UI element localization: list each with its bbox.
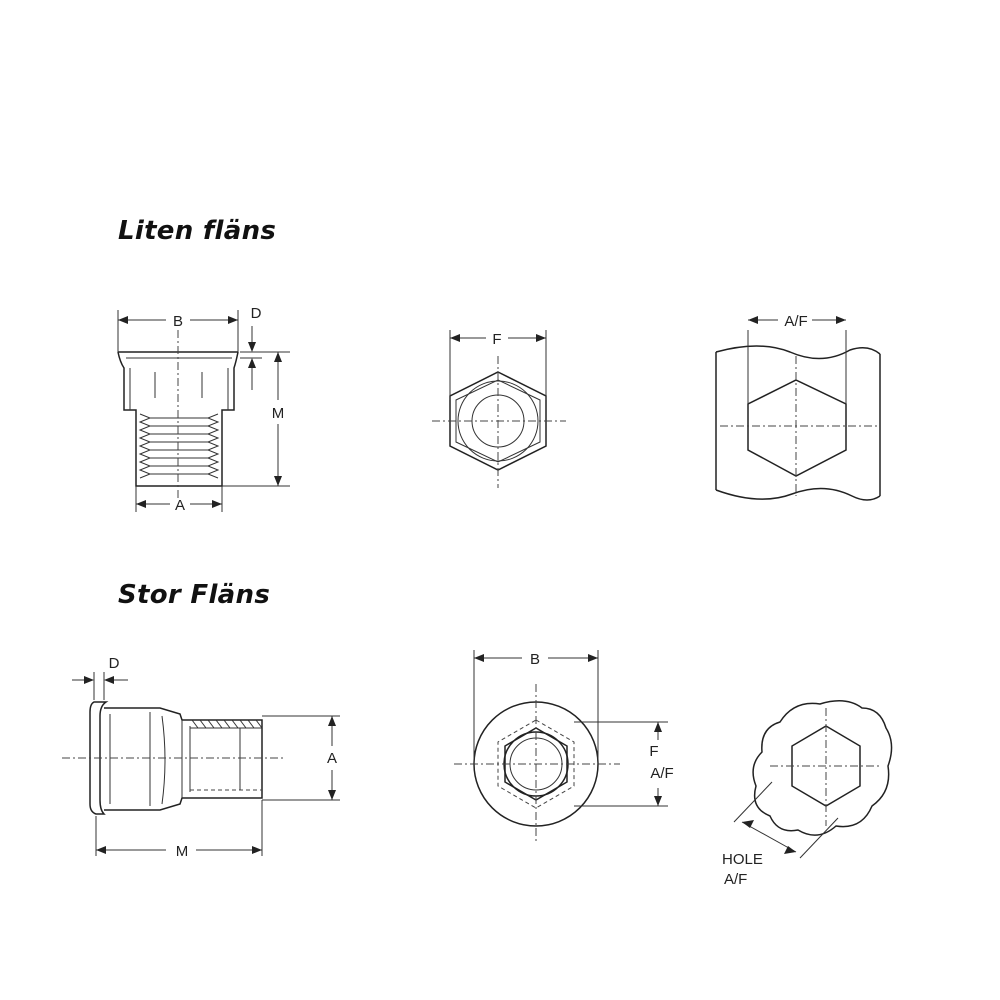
large-flange-side-view: D A M — [62, 655, 340, 860]
dim-label-M: M — [272, 405, 285, 422]
dim-label-A-F: A/F — [784, 313, 807, 330]
dim-label-D-large: D — [109, 655, 120, 672]
large-flange-hole-view: HOLE A/F — [722, 700, 893, 888]
dim-label-hole-A-F: A/F — [724, 871, 747, 888]
dim-label-D: D — [251, 305, 262, 322]
dim-label-F: F — [492, 331, 501, 348]
dim-label-B: B — [173, 313, 183, 330]
dim-label-A-large: A — [327, 750, 337, 767]
small-flange-hex-hole-view: A/F — [715, 313, 881, 501]
dim-label-F-large: F — [649, 743, 658, 760]
small-flange-end-view: F — [432, 330, 566, 488]
small-flange-side-view: B D M A — [117, 305, 290, 514]
dim-label-M-large: M — [176, 843, 189, 860]
dim-label-B-large: B — [530, 651, 540, 668]
section-title-large-flange: Stor Fläns — [118, 580, 271, 610]
large-flange-end-view: B F A/F — [454, 650, 674, 842]
dim-label-A: A — [175, 497, 185, 514]
dim-label-hole: HOLE — [722, 851, 763, 868]
section-title-small-flange: Liten fläns — [118, 216, 277, 246]
dim-label-A-F-large: A/F — [650, 765, 673, 782]
